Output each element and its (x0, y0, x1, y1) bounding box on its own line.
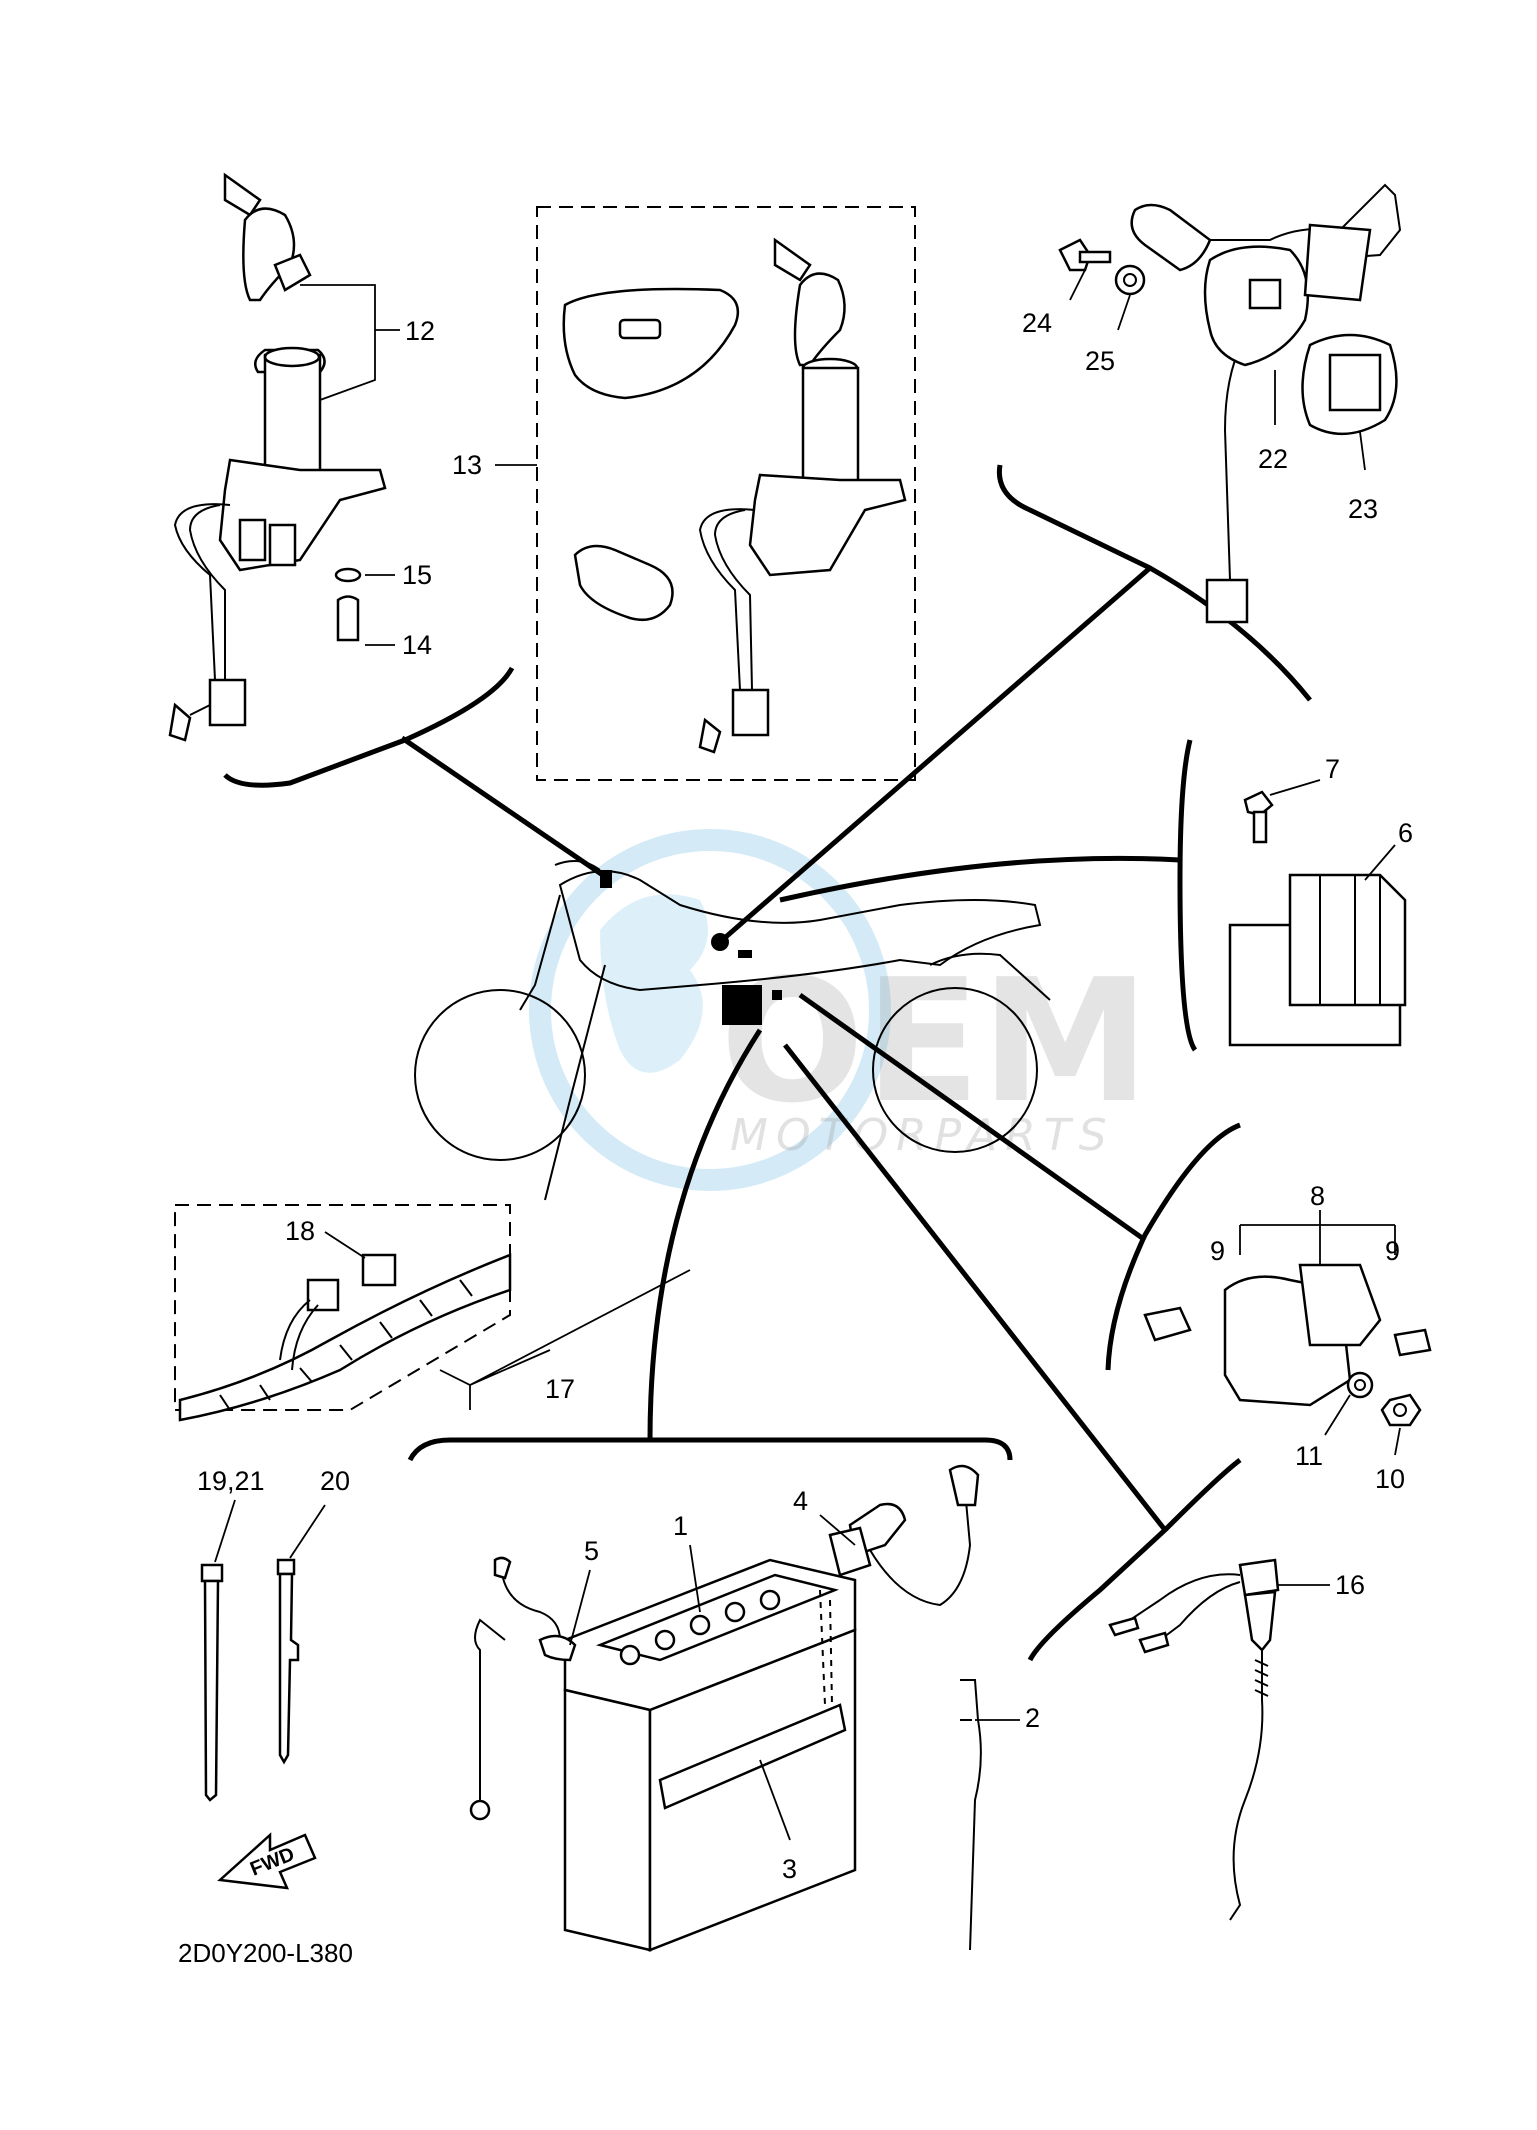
leader-20 (289, 1504, 326, 1559)
leader-4 (819, 1514, 856, 1546)
callout-10: 10 (1375, 1464, 1405, 1494)
leader-7 (1269, 779, 1321, 796)
callout-15: 15 (402, 560, 432, 590)
callout-2: 2 (1025, 1703, 1040, 1733)
motorcycle-outline (414, 860, 1051, 1201)
battery-assembly (469, 1464, 982, 1952)
leader-1 (689, 1544, 701, 1613)
callout-25: 25 (1085, 346, 1115, 376)
rectifier-regulator (1228, 790, 1407, 1047)
callout-3: 3 (782, 1854, 797, 1884)
leader-6 (1364, 844, 1396, 881)
leader-24 (1069, 269, 1086, 301)
callout-9-right: 9 (1385, 1236, 1400, 1266)
callout-23: 23 (1348, 494, 1378, 524)
callout-9-left: 9 (1210, 1236, 1225, 1266)
callout-19-21: 19,21 (197, 1466, 265, 1496)
callout-17: 17 (545, 1374, 575, 1404)
leader-5 (569, 1569, 591, 1646)
watermark: OEM MOTORPARTS (529, 829, 1150, 1191)
ecu-block-icon (722, 985, 762, 1025)
leader-25 (1117, 294, 1131, 331)
group-leaders (223, 464, 1312, 1662)
watermark-globe-icon (529, 829, 891, 1191)
callout-5: 5 (584, 1536, 599, 1566)
leader-8-9 (1239, 1210, 1396, 1265)
callout-18: 18 (285, 1216, 315, 1246)
callout-13: 13 (452, 450, 482, 480)
starter-relay-assembly (1143, 1263, 1432, 1427)
forward-arrow-icon: FWD (217, 1832, 317, 1890)
lock-set-assembly (536, 206, 916, 781)
callout-20: 20 (320, 1466, 350, 1496)
callout-24: 24 (1022, 308, 1052, 338)
callout-11: 11 (1295, 1441, 1323, 1471)
callout-22: 22 (1258, 444, 1288, 474)
wire-harness-assembly (174, 1204, 512, 1422)
callout-7: 7 (1325, 754, 1340, 784)
callout-14: 14 (402, 630, 432, 660)
leader-3 (759, 1759, 791, 1841)
watermark-subtitle: MOTORPARTS (730, 1110, 1115, 1161)
ignition-switch-assembly (168, 172, 387, 742)
leader-12 (300, 284, 400, 401)
callout-16: 16 (1335, 1570, 1365, 1600)
rear-brake-switch (1108, 1558, 1280, 1921)
callout-6: 6 (1398, 818, 1413, 848)
leader-11 (1324, 1394, 1351, 1436)
callout-8: 8 (1310, 1181, 1325, 1211)
leader-17 (439, 1269, 691, 1410)
leader-19-21 (214, 1499, 236, 1563)
watermark-globe-land-icon (600, 894, 708, 1073)
callout-4: 4 (793, 1486, 808, 1516)
cable-ties (200, 1558, 300, 1802)
leader-23 (1359, 431, 1366, 471)
callout-1: 1 (673, 1511, 688, 1541)
leader-10 (1394, 1427, 1401, 1456)
callout-12: 12 (405, 316, 435, 346)
drawing-code: 2D0Y200-L380 (178, 1938, 353, 1968)
fuel-sender-assembly (1058, 183, 1402, 624)
leader-18 (324, 1231, 366, 1259)
